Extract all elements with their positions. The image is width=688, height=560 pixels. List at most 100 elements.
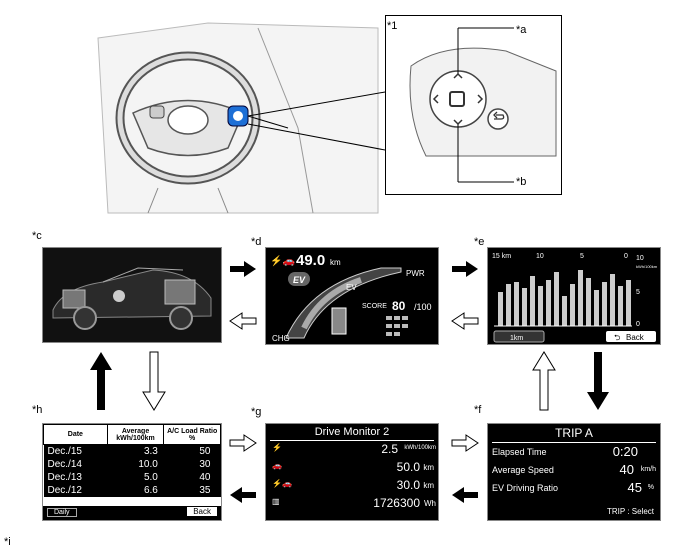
cell: Dec./13 [47,472,82,483]
energy-icon: ⚡ [272,443,282,452]
score-max: /100 [414,302,432,312]
arrow-outline-left [451,312,479,330]
label-d: *d [251,236,262,248]
consumption-bar [506,284,511,326]
back-label: ⮌ [614,333,620,342]
score-label: SCORE [362,303,387,310]
daily-button[interactable]: Daily [47,508,77,517]
table-row: Dec./15 3.3 50 [43,444,221,458]
cell: 50 [199,446,211,457]
trip-value: 0:20 [612,444,638,459]
label-e: *e [474,236,485,248]
screen-g-drive-monitor: Drive Monitor 2 ⚡ 2.5 kWh/100km 🚗 50.0 k… [265,423,439,521]
cell: Dec./12 [47,485,82,496]
switch-zoom-box [385,15,562,195]
table-row: Dec./14 10.0 30 [43,458,221,471]
car-icon: 🚗 [272,461,282,470]
cell: 6.6 [143,485,158,496]
trip-title: TRIP A [492,426,656,443]
trip-value: 45 [627,480,642,495]
consumption-bar [546,280,551,326]
drive-monitor-title: Drive Monitor 2 [270,426,434,441]
label-a: *a [516,24,527,36]
cell: Dec./15 [47,446,82,457]
energy-monitor-graphic: ⚡🚗 49.0 km EV PWR EV CHG SCORE 80 /100 [270,252,432,343]
cell: 35 [199,485,211,496]
top-tick-1: 10 [536,253,544,260]
label-i: *i [4,536,11,548]
screen-h-history-table: Date Average kWh/100km A/C Load Ratio % … [42,423,222,521]
table-footer: Daily Back [43,506,221,520]
trip-row: Elapsed Time 0:20 [488,443,660,461]
drive-row: ⚡ 2.5 kWh/100km [266,441,438,459]
table-row: Dec./12 6.6 35 [43,484,221,497]
scale-button: 1km [510,335,523,342]
drive-row: 🚗 50.0 km [266,459,438,477]
arrow-outline-right [229,434,257,452]
pwr-label: PWR [406,269,425,278]
arrow-solid-right [452,261,478,277]
trip-select-button[interactable]: TRIP : Select [607,507,654,516]
y-tick-1: 5 [636,289,640,296]
switch-illustration [409,27,557,183]
ev-car-icon: ⚡🚗 [272,479,292,488]
arrow-outline-right [451,434,479,452]
ev-car-icon: ⚡🚗 [270,254,295,267]
col-average: Average kWh/100km [106,424,165,445]
distance-unit: km [330,258,341,267]
label-f: *f [474,404,482,416]
arrow-solid-down [587,352,609,410]
screen-f-trip-a: TRIP A Elapsed Time 0:20 Average Speed 4… [487,423,661,521]
battery-icon: ▥ [272,497,280,506]
consumption-bar [594,290,599,326]
consumption-bar [602,282,607,326]
ev-zone-label: EV [346,283,357,292]
drive-unit: km [423,463,434,472]
history-table: Date Average kWh/100km A/C Load Ratio % … [43,424,221,497]
y-unit: kWh/100km [636,264,658,269]
consumption-bar [498,292,503,326]
cell: 40 [199,472,211,483]
col-ac: A/C Load Ratio % [163,424,221,445]
cell: 30 [199,459,211,470]
top-tick-0: 15 km [492,253,511,260]
drive-row: ⚡🚗 30.0 km [266,477,438,495]
drive-row: ▥ 1726300 Wh [266,495,438,513]
trip-value: 40 [619,462,634,477]
table-row: Dec./13 5.0 40 [43,471,221,484]
screen-e-consumption-chart: 15 km 10 5 0 10 kWh/100km 5 0 1km ⮌ Back [487,247,661,345]
drive-unit: km [423,481,434,490]
y-tick-2: 0 [636,321,640,328]
cell: 10.0 [138,459,158,470]
trip-label: Average Speed [492,465,554,475]
top-tick-3: 0 [624,253,628,260]
drive-unit: kWh/100km [404,445,436,451]
arrow-outline-down [142,351,166,411]
cell: 5.0 [143,472,158,483]
arrow-solid-right [230,261,256,277]
label-b: *b [516,176,527,188]
trip-unit: % [647,484,654,491]
consumption-bar [530,276,535,326]
arrow-solid-left [230,487,256,503]
top-tick-2: 5 [580,253,584,260]
consumption-bar [578,270,583,326]
consumption-bar [538,286,543,326]
consumption-bar [522,288,527,326]
consumption-bar [570,284,575,326]
arrow-solid-left [452,487,478,503]
trip-row: EV Driving Ratio 45 % [488,479,660,497]
consumption-bar [618,286,623,326]
steering-wheel-illustration [97,22,379,214]
consumption-bar [514,282,519,326]
trip-unit: km/h [640,466,656,473]
trip-label: Elapsed Time [492,447,547,457]
back-button-h[interactable]: Back [187,507,217,516]
drive-value: 30.0 [396,478,420,492]
col-date: Date [43,424,108,445]
distance-value: 49.0 [296,252,325,269]
label-h: *h [32,404,43,416]
vehicle-icon [43,248,221,342]
